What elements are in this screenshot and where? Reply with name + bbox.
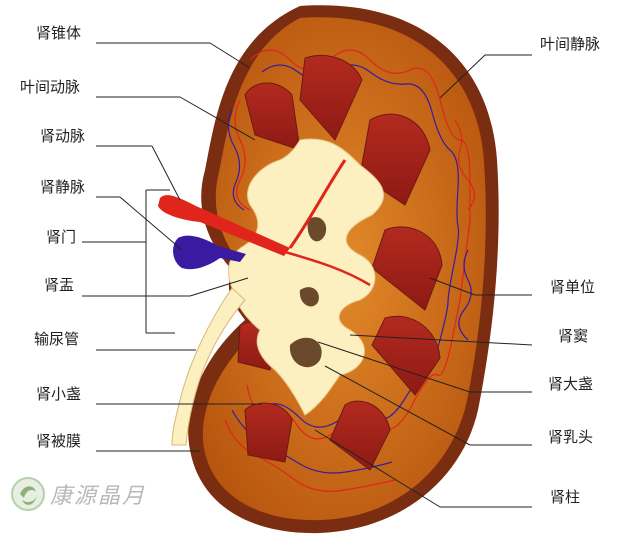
pyramid-4 — [371, 226, 443, 311]
label-minor-calyx: 肾小盏 — [36, 385, 81, 403]
watermark-text: 康源晶月 — [50, 484, 146, 509]
label-renal-capsule: 肾被膜 — [36, 432, 81, 450]
label-renal-vein: 肾静脉 — [40, 178, 85, 196]
pyramid-7 — [244, 402, 293, 463]
label-nephron: 肾单位 — [550, 278, 595, 296]
leader-lines-left — [82, 42, 262, 452]
renal-vein-shape — [173, 235, 246, 270]
pyramid-2 — [244, 82, 301, 151]
label-renal-pelvis: 肾盂 — [44, 276, 74, 294]
label-renal-column: 肾柱 — [550, 488, 580, 506]
label-ureter: 输尿管 — [34, 330, 79, 348]
leader-lines-right — [314, 54, 533, 508]
renal-vessels — [158, 159, 371, 287]
watermark-logo-icon — [11, 477, 45, 511]
pyramid-6 — [329, 400, 391, 471]
label-renal-artery: 肾动脉 — [40, 127, 85, 145]
label-interlobar-artery: 叶间动脉 — [20, 78, 80, 96]
label-renal-pyramid: 肾锥体 — [36, 24, 81, 42]
pyramid-1 — [299, 54, 363, 141]
pyramid-5 — [371, 315, 441, 396]
label-interlobar-vein: 叶间静脉 — [540, 35, 600, 53]
label-renal-papilla: 肾乳头 — [548, 428, 593, 446]
labels-right: 叶间静脉 肾单位 肾窦 肾大盏 肾乳头 肾柱 — [540, 35, 600, 506]
labels-left: 肾锥体 叶间动脉 肾动脉 肾静脉 肾门 肾盂 输尿管 肾小盏 肾被膜 — [20, 24, 85, 450]
renal-pelvis — [171, 138, 385, 446]
renal-pyramids — [237, 54, 443, 471]
ureter — [171, 287, 246, 446]
label-major-calyx: 肾大盏 — [548, 375, 593, 393]
watermark: 康源晶月 — [11, 477, 146, 511]
label-renal-hilum: 肾门 — [46, 228, 76, 246]
label-renal-sinus: 肾窦 — [558, 327, 588, 345]
renal-artery-shape — [158, 195, 290, 256]
